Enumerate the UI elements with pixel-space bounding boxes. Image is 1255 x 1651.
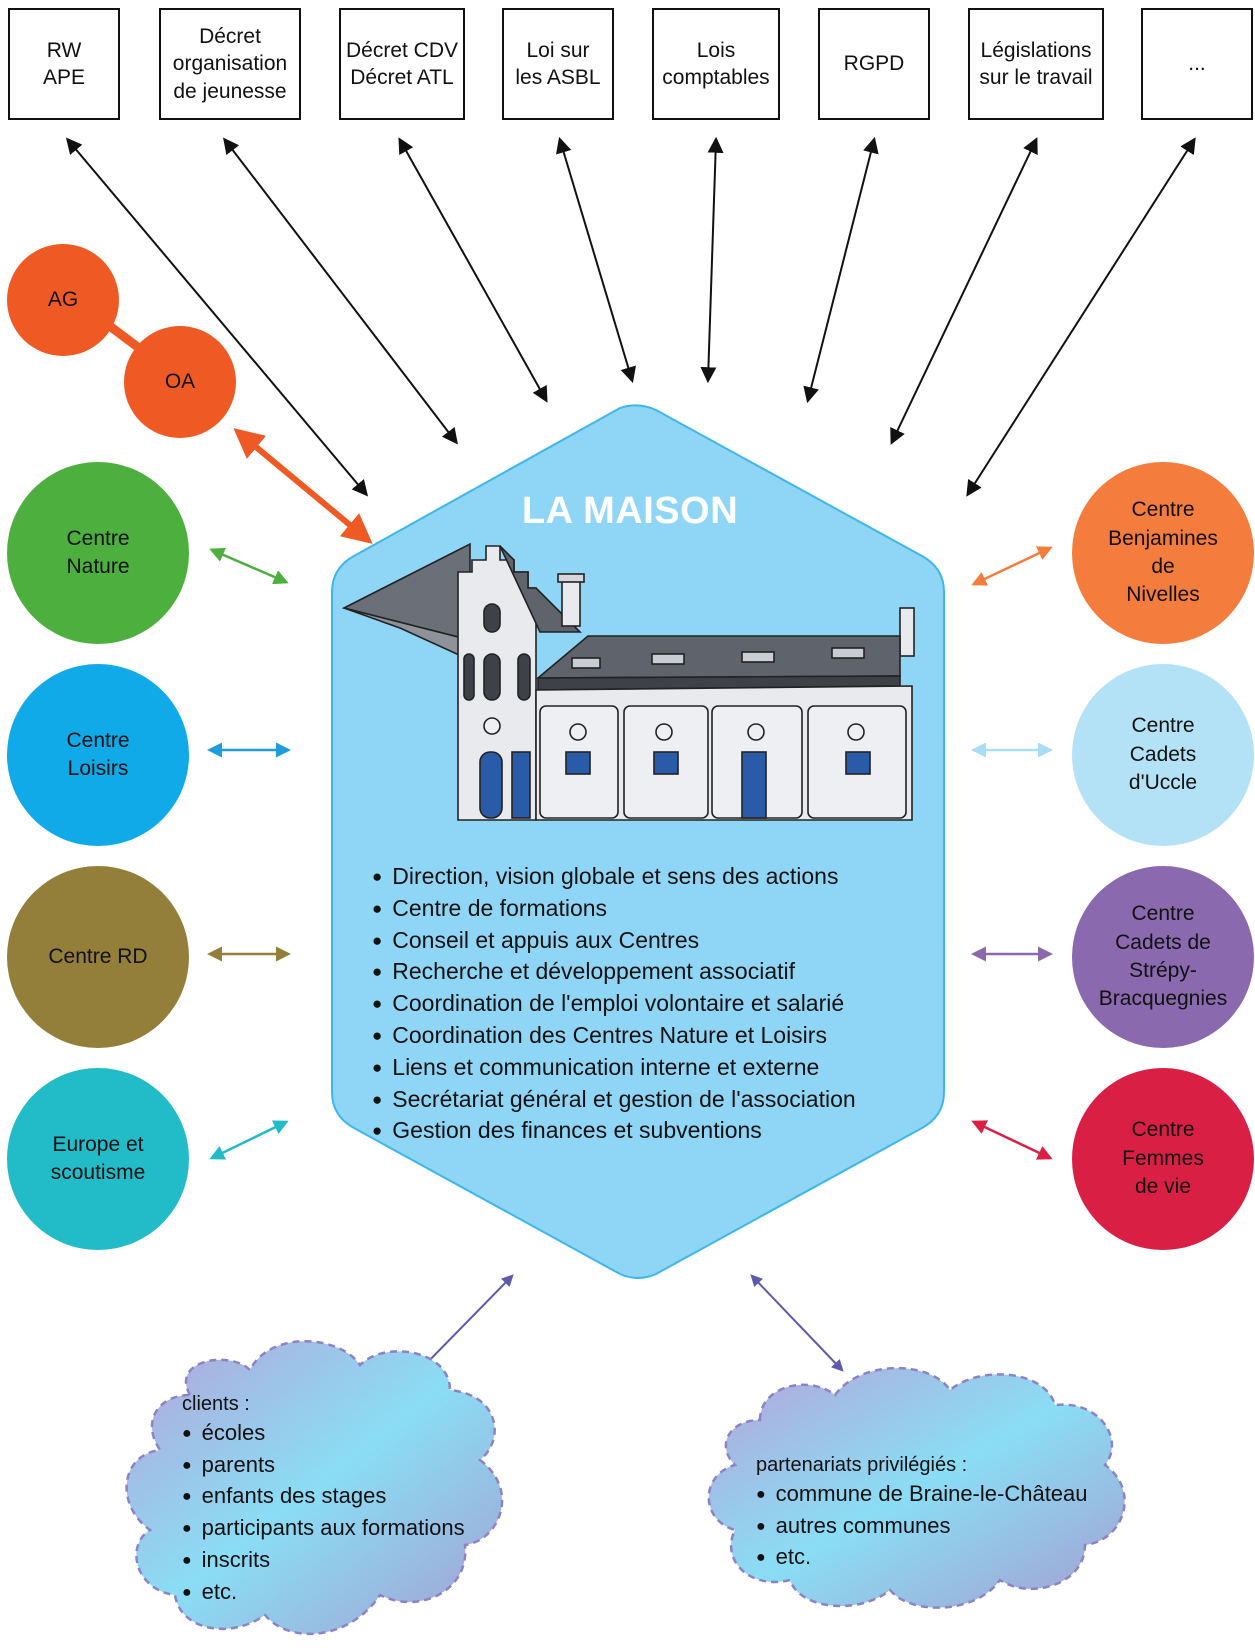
box-lois-comptables: Lois comptables — [652, 8, 780, 120]
client-item: enfants des stages — [182, 1482, 465, 1514]
box-rw-ape: RW APE — [8, 8, 120, 120]
circle-centre-rd: Centre RD — [7, 866, 189, 1048]
box-rgpd: RGPD — [818, 8, 930, 120]
mission-item: Centre de formations — [372, 894, 856, 926]
mission-item: Coordination de l'emploi volontaire et s… — [372, 989, 856, 1021]
legislation-arrows — [65, 136, 1196, 497]
circle-europe-scoutisme: Europe et scoutisme — [7, 1068, 189, 1250]
arrow-partenariats — [750, 1274, 844, 1372]
oa-maison-arrow — [233, 428, 373, 544]
mission-item: Recherche et développement associatif — [372, 957, 856, 989]
box-decret-cdv: Décret CDV Décret ATL — [339, 8, 465, 120]
maison-missions: Direction, vision globale et sens des ac… — [372, 862, 856, 1148]
arrow-nature — [209, 547, 289, 585]
clients-block: clients : écoles parents enfants des sta… — [182, 1390, 465, 1610]
client-item: participants aux formations — [182, 1514, 465, 1546]
box-loi-asbl: Loi sur les ASBL — [502, 8, 614, 120]
circle-centre-nature: Centre Nature — [7, 462, 189, 644]
box-etc: ... — [1141, 8, 1253, 120]
circle-centre-loisirs: Centre Loisirs — [7, 664, 189, 846]
client-item: parents — [182, 1451, 465, 1483]
partenariat-item: commune de Braine-le-Château — [756, 1480, 1088, 1512]
partenariats-block: partenariats privilégiés : commune de Br… — [756, 1451, 1088, 1575]
box-legislations-travail: Législations sur le travail — [968, 8, 1104, 120]
mission-item: Coordination des Centres Nature et Loisi… — [372, 1021, 856, 1053]
partenariats-heading: partenariats privilégiés : — [756, 1454, 968, 1476]
circle-ag: AG — [7, 244, 119, 356]
house-illustration — [341, 542, 915, 821]
box-decret-oj: Décret organisation de jeunesse — [159, 8, 301, 120]
circle-oa: OA — [124, 326, 236, 438]
arrow-europe — [209, 1120, 289, 1160]
circle-centre-cadets-strepy: Centre Cadets de Strépy- Bracquegnies — [1072, 866, 1254, 1048]
partenariat-item: etc. — [756, 1543, 1088, 1575]
arrow-femmes — [971, 1120, 1053, 1160]
clients-list: écoles parents enfants des stages partic… — [182, 1419, 465, 1610]
mission-item: Secrétariat général et gestion de l'asso… — [372, 1085, 855, 1117]
clients-heading: clients : — [182, 1393, 250, 1415]
mission-item: Conseil et appuis aux Centres — [372, 926, 856, 958]
client-item: etc. — [182, 1578, 465, 1610]
mission-item: Direction, vision globale et sens des ac… — [372, 862, 856, 894]
circle-centre-femmes: Centre Femmes de vie — [1072, 1068, 1254, 1250]
client-item: inscrits — [182, 1546, 465, 1578]
partenariats-list: commune de Braine-le-Château autres comm… — [756, 1480, 1088, 1575]
client-item: écoles — [182, 1419, 465, 1451]
mission-item: Liens et communication interne et extern… — [372, 1053, 856, 1085]
circle-centre-cadets-uccle: Centre Cadets d'Uccle — [1072, 664, 1254, 846]
maison-title: LA MAISON — [521, 490, 739, 532]
partenariat-item: autres communes — [756, 1512, 1088, 1544]
circle-centre-benjamines: Centre Benjamines de Nivelles — [1072, 462, 1254, 644]
mission-item: Gestion des finances et subventions — [372, 1116, 856, 1148]
arrow-benjamines — [971, 546, 1053, 586]
arrow-clients — [418, 1274, 514, 1372]
